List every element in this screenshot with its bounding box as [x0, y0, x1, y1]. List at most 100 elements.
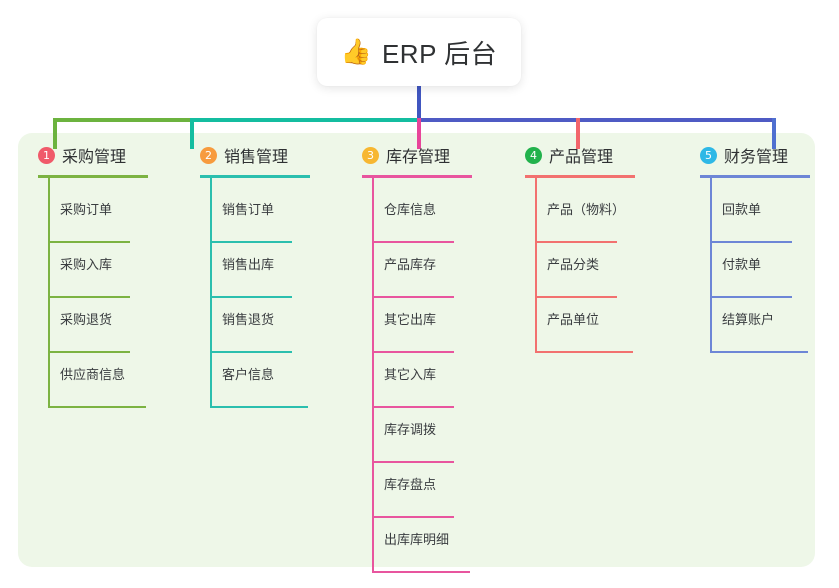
column-spine	[210, 175, 212, 406]
diagram-panel	[18, 133, 815, 567]
list-item[interactable]: 库存盘点	[342, 463, 502, 518]
list-item[interactable]: 产品单位	[505, 298, 665, 353]
list-item-rule	[48, 351, 130, 353]
list-item[interactable]: 产品库存	[342, 243, 502, 298]
list-item[interactable]: 回款单	[680, 188, 839, 243]
list-item-rule	[710, 241, 792, 243]
list-item[interactable]: 仓库信息	[342, 188, 502, 243]
list-item-label: 产品（物料）	[547, 202, 626, 217]
column-spine	[710, 175, 712, 351]
list-item-label: 销售退货	[222, 312, 275, 327]
column-header-rule	[362, 175, 472, 178]
list-item[interactable]: 其它入库	[342, 353, 502, 408]
list-item[interactable]: 采购入库	[18, 243, 178, 298]
list-item-label: 其它入库	[384, 367, 437, 382]
connector-drop	[772, 118, 776, 149]
list-item-rule	[372, 571, 470, 573]
list-item[interactable]: 销售出库	[180, 243, 340, 298]
list-item[interactable]: 产品（物料）	[505, 188, 665, 243]
column-5: 5 财务管理回款单付款单结算账户	[680, 133, 839, 353]
list-item-label: 供应商信息	[60, 367, 126, 382]
list-item[interactable]: 库存调拨	[342, 408, 502, 463]
list-item-rule	[535, 241, 617, 243]
list-item-label: 库存调拨	[384, 422, 437, 437]
list-item-label: 产品单位	[547, 312, 600, 327]
list-item-label: 客户信息	[222, 367, 275, 382]
list-item-label: 出库库明细	[384, 532, 450, 547]
column-header-label: 财务管理	[724, 149, 789, 166]
column-items: 销售订单销售出库销售退货客户信息	[180, 177, 340, 408]
connector-drop	[190, 118, 194, 149]
column-header-2[interactable]: 2 销售管理	[180, 133, 340, 177]
list-item-rule	[210, 351, 292, 353]
column-badge: 1	[38, 146, 55, 164]
column-badge: 2	[200, 146, 217, 164]
thumbs-up-icon: 👍	[340, 37, 372, 66]
list-item-rule	[372, 296, 454, 298]
list-item-label: 采购入库	[60, 257, 113, 272]
column-header-rule	[525, 175, 635, 178]
column-badge: 4	[525, 146, 542, 164]
list-item-rule	[535, 351, 633, 353]
list-item-label: 产品分类	[547, 257, 600, 272]
list-item-label: 回款单	[722, 202, 762, 217]
list-item[interactable]: 付款单	[680, 243, 839, 298]
column-spine	[48, 175, 50, 406]
list-item-rule	[535, 296, 617, 298]
list-item[interactable]: 采购退货	[18, 298, 178, 353]
column-2: 2 销售管理销售订单销售出库销售退货客户信息	[180, 133, 340, 408]
list-item[interactable]: 销售订单	[180, 188, 340, 243]
column-header-label: 产品管理	[549, 149, 614, 166]
list-item-label: 结算账户	[722, 312, 775, 327]
list-item-rule	[372, 516, 454, 518]
list-item[interactable]: 其它出库	[342, 298, 502, 353]
column-items: 产品（物料） 产品分类产品单位	[505, 177, 665, 353]
list-item-rule	[372, 406, 454, 408]
column-header-label: 销售管理	[224, 149, 289, 166]
column-header-4[interactable]: 4 产品管理	[505, 133, 665, 177]
list-item-label: 库存盘点	[384, 477, 437, 492]
list-item[interactable]: 销售退货	[180, 298, 340, 353]
list-item[interactable]: 客户信息	[180, 353, 340, 408]
connector-bus-segment	[190, 118, 417, 122]
list-item[interactable]: 结算账户	[680, 298, 839, 353]
list-item-label: 产品库存	[384, 257, 437, 272]
list-item-label: 采购退货	[60, 312, 113, 327]
page-title: ERP 后台	[381, 38, 498, 69]
list-item-label: 销售订单	[222, 202, 275, 217]
list-item-rule	[48, 296, 130, 298]
column-badge: 3	[362, 146, 379, 164]
list-item-label: 其它出库	[384, 312, 437, 327]
list-item-rule	[48, 241, 130, 243]
column-spine	[535, 175, 537, 351]
list-item-rule	[710, 296, 792, 298]
list-item[interactable]: 产品分类	[505, 243, 665, 298]
list-item-label: 采购订单	[60, 202, 113, 217]
column-4: 4 产品管理产品（物料） 产品分类产品单位	[505, 133, 665, 353]
list-item-rule	[210, 406, 308, 408]
column-header-rule	[700, 175, 810, 178]
list-item-label: 销售出库	[222, 257, 275, 272]
diagram-title-card: 👍 ERP 后台	[317, 18, 521, 86]
connector-bus-segment	[417, 118, 776, 122]
list-item[interactable]: 采购订单	[18, 188, 178, 243]
list-item-rule	[372, 461, 454, 463]
connector-drop	[417, 118, 421, 149]
list-item[interactable]: 供应商信息	[18, 353, 178, 408]
column-header-rule	[200, 175, 310, 178]
list-item-rule	[48, 406, 146, 408]
connector-drop	[576, 118, 580, 149]
column-spine	[372, 175, 374, 571]
list-item[interactable]: 出库库明细	[342, 518, 502, 573]
connector-trunk	[417, 86, 421, 121]
list-item-rule	[210, 241, 292, 243]
column-header-5[interactable]: 5 财务管理	[680, 133, 839, 177]
column-items: 仓库信息产品库存其它出库其它入库库存调拨库存盘点出库库明细	[342, 177, 502, 573]
column-badge: 5	[700, 146, 717, 164]
list-item-rule	[210, 296, 292, 298]
